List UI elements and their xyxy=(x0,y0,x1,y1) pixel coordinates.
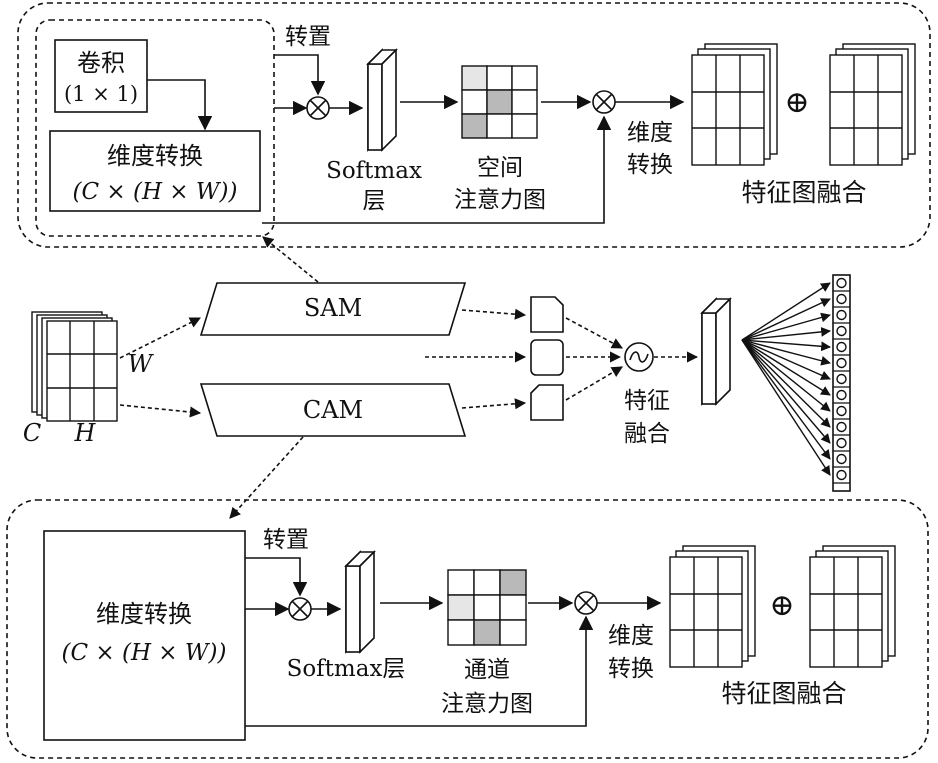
conv-to-reshape-arrow xyxy=(147,79,213,131)
cam-plus-icon: ⊕ xyxy=(769,588,794,623)
input-to-sam-arrow xyxy=(119,317,202,359)
input-w-label: W xyxy=(128,350,155,378)
conv-kernel: (1 × 1) xyxy=(64,82,138,106)
channel-attention-map xyxy=(447,569,527,646)
output-layer xyxy=(700,297,732,406)
fuse-label-1: 特征 xyxy=(624,388,670,414)
sam-out-arrow xyxy=(461,308,527,320)
input-h-label: H xyxy=(74,419,97,447)
sam-reshape2-label-1: 维度 xyxy=(627,120,673,146)
direct-output-tensor xyxy=(530,339,564,376)
sam-output-tensor xyxy=(530,296,564,333)
sam-inner-frame xyxy=(35,19,275,237)
sam-transpose-label: 转置 xyxy=(285,24,331,50)
fuse-op-icon xyxy=(624,342,654,372)
cam-softmax-layer xyxy=(344,550,376,654)
cam-feature-map-b xyxy=(809,545,896,668)
sam-reshape-label: 维度转换 xyxy=(107,142,203,170)
sam-to-block-arrow xyxy=(262,236,319,283)
channel-attention-label-2: 注意力图 xyxy=(441,691,533,717)
cam-out-arrow xyxy=(461,398,527,410)
sam-softmax-layer-label: 层 xyxy=(363,188,386,214)
sam-reshape-box xyxy=(49,130,261,212)
spatial-attention-label-1: 空间 xyxy=(477,155,523,181)
sam-plus-icon: ⊕ xyxy=(784,85,809,120)
sam-module xyxy=(199,282,467,336)
middle-row: W C H SAM CAM 特征 融合 xyxy=(23,236,851,519)
cam-multiply2-op xyxy=(574,591,598,615)
cam-transpose-label: 转置 xyxy=(263,527,309,553)
sam-fusion-label: 特征图融合 xyxy=(741,178,866,207)
sam-tensor-to-fuse-arrow xyxy=(565,317,623,349)
cam-block-frame xyxy=(6,499,929,759)
cam-reshape-box xyxy=(43,530,246,741)
channel-attention-label-1: 通道 xyxy=(464,657,510,683)
cam-block: 维度转换 (C × (H × W)) 转置 Softmax层 xyxy=(6,499,929,759)
sam-reshape2-label-2: 转换 xyxy=(627,152,673,178)
conv-label: 卷积 xyxy=(77,49,125,77)
sam-block: 卷积 (1 × 1) 维度转换 (C × (H × W)) 转置 Softmax… xyxy=(17,2,931,248)
cam-reshape2-label-1: 维度 xyxy=(608,623,654,649)
sam-multiply-op xyxy=(306,96,330,120)
cam-reshape-label: 维度转换 xyxy=(96,600,192,628)
sam-module-label: SAM xyxy=(304,294,362,322)
spatial-attention-label-2: 注意力图 xyxy=(454,187,546,213)
cam-to-block-arrow xyxy=(229,436,304,519)
sam-softmax-label: Softmax xyxy=(326,158,422,184)
output-neuron-column xyxy=(832,274,851,492)
conv-box xyxy=(54,39,148,113)
sam-feature-map-a xyxy=(691,43,778,166)
cam-tensor-to-fuse-arrow xyxy=(565,366,623,401)
input-to-cam-arrow xyxy=(119,404,202,418)
sam-softmax-layer xyxy=(366,48,398,152)
spatial-attention-map xyxy=(461,65,538,139)
cam-multiply-op xyxy=(288,597,312,621)
sam-feature-map-b xyxy=(829,43,916,166)
cam-fusion-label: 特征图融合 xyxy=(721,679,846,708)
cam-reshape2-label-2: 转换 xyxy=(608,656,654,682)
cam-softmax-label: Softmax层 xyxy=(287,656,406,682)
input-c-label: C xyxy=(23,419,41,447)
cam-reshape-shape: (C × (H × W)) xyxy=(62,640,227,666)
sam-multiply2-op xyxy=(592,90,616,114)
cam-transpose-arrow xyxy=(245,557,308,597)
sam-transpose-arrow xyxy=(274,54,326,96)
fuse-label-2: 融合 xyxy=(624,421,670,447)
cam-output-tensor xyxy=(530,384,564,421)
sam-block-frame xyxy=(17,2,931,248)
sam-reshape-shape: (C × (H × W)) xyxy=(73,179,238,205)
cam-module xyxy=(199,383,467,437)
input-feature-cube xyxy=(31,311,118,422)
cam-feature-map-a xyxy=(669,545,756,668)
sam-bypass-arrow xyxy=(262,115,612,224)
cam-module-label: CAM xyxy=(303,396,363,424)
cam-bypass-arrow xyxy=(245,615,594,727)
fully-connected-fan xyxy=(741,282,831,476)
